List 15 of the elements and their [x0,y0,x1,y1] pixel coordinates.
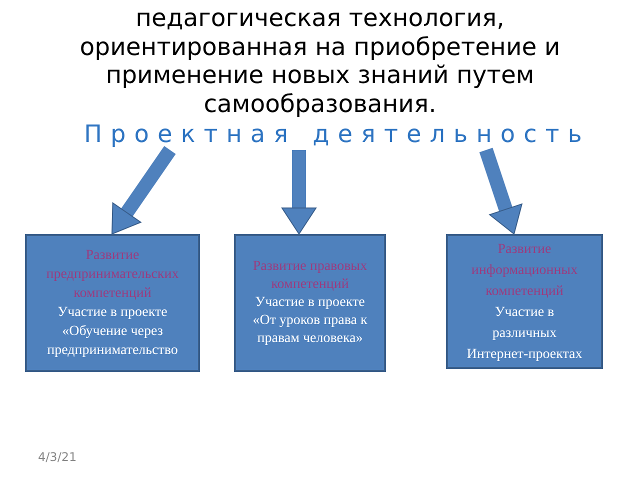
competence-title: Развитие предпринимательских компетенций [45,247,180,303]
block-arrow [282,150,316,234]
date-label: 4/3/21 [38,449,77,465]
process-box [446,234,603,369]
block-arrow [112,146,176,234]
process-box [25,234,200,372]
project-description: Участие в проекте «Обучение через предпринимательство [46,304,179,360]
competence-title: Развитие информационных компетенций [470,240,579,300]
block-arrow [479,148,522,234]
slide-title: педагогическая технология, ориентированная на приобретение и применение новых знаний путем самообразования. [78,4,562,118]
competence-title: Развитие правовых компетенций [252,258,368,294]
section-heading: Проектная деятельность [84,118,590,150]
process-box [234,234,386,372]
project-description: Участие в различных Интернет-проектах [466,304,584,364]
project-description: Участие в проекте «От уроков права к правам человека» [252,294,368,348]
